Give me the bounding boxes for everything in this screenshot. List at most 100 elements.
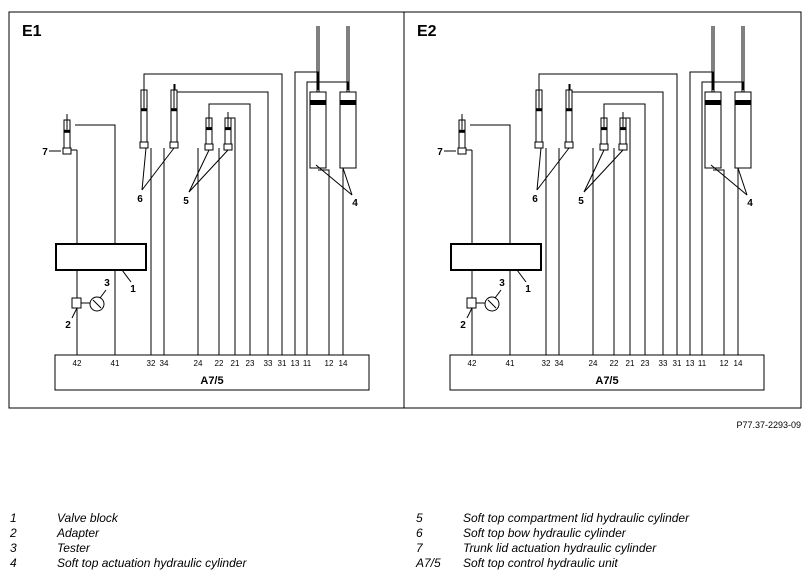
pin-label: 41: [111, 359, 120, 368]
legend-text: Soft top control hydraulic unit: [463, 556, 618, 570]
panel-title: E1: [22, 23, 42, 40]
valve-block: [450, 243, 542, 271]
hydraulic-line-12: [713, 169, 725, 355]
actuation-cylinder-left: [704, 26, 722, 169]
callout-leader: [71, 307, 78, 319]
hydraulic-line-23: [208, 103, 251, 355]
pin-label: 24: [194, 359, 203, 368]
pin-label: 42: [468, 359, 477, 368]
callout-leader: [99, 289, 107, 299]
callout-3: 3: [499, 278, 505, 289]
pin-label: 11: [303, 359, 312, 368]
callout-leader: [188, 149, 229, 193]
pin-label: 23: [246, 359, 255, 368]
callout-3: 3: [104, 278, 110, 289]
pin-label: 12: [325, 359, 334, 368]
legend-number: 2: [10, 526, 17, 540]
legend-number: A7/5: [416, 556, 441, 570]
pin-label: 31: [278, 359, 287, 368]
pin-label: 21: [626, 359, 635, 368]
hydraulic-line-11: [701, 81, 744, 355]
legend-number: 3: [10, 541, 17, 555]
pin-label: 32: [147, 359, 156, 368]
pin-label: 21: [231, 359, 240, 368]
lid-cylinder-left: [599, 112, 609, 151]
callout-leader: [536, 147, 542, 191]
actuation-cylinder-right: [339, 26, 357, 169]
hydraulic-line-13: [689, 71, 714, 355]
callout-leader: [583, 149, 624, 193]
callout-leader: [494, 289, 502, 299]
lid-cylinder-right: [223, 112, 233, 151]
legend-number: 4: [10, 556, 17, 570]
hydraulic-line-23: [603, 103, 646, 355]
legend-number: 6: [416, 526, 423, 540]
callout-leader: [737, 167, 748, 196]
figure-reference: P77.37-2293-09: [736, 420, 801, 430]
adapter-block: [71, 297, 82, 309]
callout-7: 7: [437, 147, 443, 158]
pin-label: 22: [215, 359, 224, 368]
legend-text: Trunk lid actuation hydraulic cylinder: [463, 541, 657, 555]
hydraulic-line-13: [294, 71, 319, 355]
valve-block: [55, 243, 147, 271]
callout-5: 5: [183, 196, 189, 207]
pin-label: 14: [339, 359, 348, 368]
callout-leader: [121, 269, 132, 283]
callout-2: 2: [65, 320, 71, 331]
hydraulic-unit-box: [54, 354, 370, 391]
callout-leader: [583, 149, 605, 193]
hydraulic-unit-label: A7/5: [595, 375, 618, 387]
pin-label: 11: [698, 359, 707, 368]
legend-text: Soft top compartment lid hydraulic cylin…: [463, 511, 690, 525]
legend-text: Adapter: [57, 526, 100, 540]
callout-2: 2: [460, 320, 466, 331]
callout-leader: [710, 164, 748, 196]
pin-label: 34: [555, 359, 564, 368]
callout-6: 6: [137, 194, 143, 205]
hydraulic-line-31: [143, 73, 283, 355]
panel-title: E2: [417, 23, 437, 40]
pin-label: 31: [673, 359, 682, 368]
hydraulic-line-31: [538, 73, 678, 355]
legend-number: 5: [416, 511, 423, 525]
actuation-cylinder-left: [309, 26, 327, 169]
bow-cylinder-left: [139, 84, 149, 149]
legend-text: Soft top actuation hydraulic cylinder: [57, 556, 247, 570]
legend-text: Soft top bow hydraulic cylinder: [463, 526, 626, 540]
pin-label: 33: [264, 359, 273, 368]
callout-leader: [141, 147, 147, 191]
callout-1: 1: [525, 284, 531, 295]
pin-label: 12: [720, 359, 729, 368]
pin-label: 13: [291, 359, 300, 368]
valve-line-return: [470, 124, 511, 244]
callout-4: 4: [747, 198, 753, 209]
callout-leader: [516, 269, 527, 283]
bow-cylinder-left: [534, 84, 544, 149]
bow-cylinder-right: [169, 84, 179, 149]
legend-number: 7: [416, 541, 423, 555]
pin-label: 33: [659, 359, 668, 368]
pin-label: 34: [160, 359, 169, 368]
valve-line-return: [75, 124, 116, 244]
callout-leader: [466, 307, 473, 319]
legend-number: 1: [10, 511, 17, 525]
legend-text: Valve block: [57, 511, 118, 525]
legend-text: Tester: [57, 541, 90, 555]
callout-1: 1: [130, 284, 136, 295]
diagram-frame: [8, 11, 802, 409]
callout-leader: [141, 147, 175, 191]
hydraulic-unit-box: [449, 354, 765, 391]
lid-cylinder-right: [618, 112, 628, 151]
pin-label: 22: [610, 359, 619, 368]
callout-5: 5: [578, 196, 584, 207]
pin-label: 41: [506, 359, 515, 368]
pin-label: 42: [73, 359, 82, 368]
pin-label: 14: [734, 359, 743, 368]
callout-leader: [342, 167, 353, 196]
bow-cylinder-right: [564, 84, 574, 149]
hydraulic-line-12: [318, 169, 330, 355]
pin-label: 23: [641, 359, 650, 368]
